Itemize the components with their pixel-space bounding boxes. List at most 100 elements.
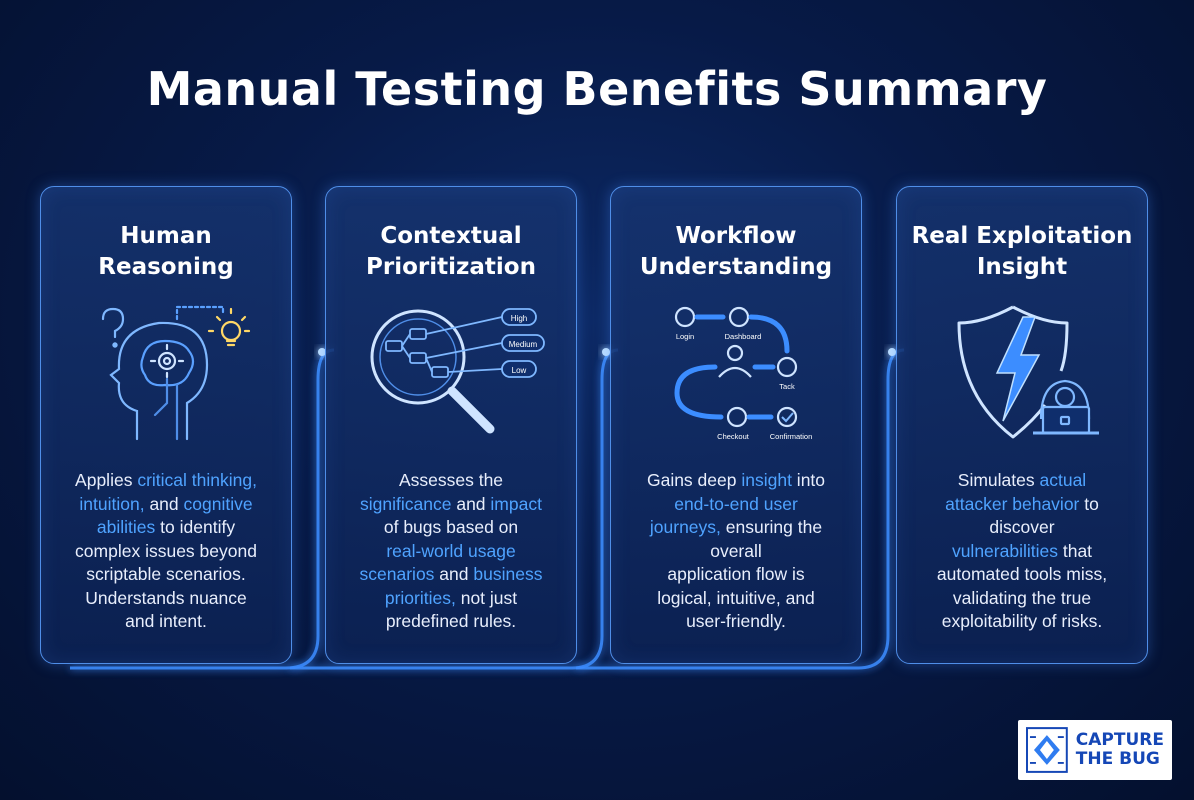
card-human-reasoning: Human Reasoning Applies critical thinkin…: [40, 186, 292, 664]
description-line: journeys, ensuring the: [625, 516, 847, 540]
card-title-line: Workflow: [675, 223, 797, 249]
highlighted-text: business: [473, 564, 543, 584]
description-text: exploitability of risks.: [941, 611, 1103, 631]
highlighted-text: journeys,: [649, 517, 721, 537]
icon-label-tack: Tack: [779, 382, 795, 391]
highlighted-text: attacker behavior: [945, 493, 1080, 514]
highlighted-text: intuition,: [79, 493, 145, 514]
description-line: Simulates actual: [911, 469, 1133, 493]
highlighted-text: insight: [741, 470, 792, 490]
description-line: of bugs based on: [340, 516, 562, 540]
page-title: Manual Testing Benefits Summary: [146, 62, 1048, 116]
description-text: to: [1079, 493, 1099, 514]
description-line: scriptable scenarios.: [55, 563, 277, 587]
icon-label-confirmation: Confirmation: [770, 432, 813, 441]
highlighted-text: real-world usage: [386, 540, 516, 561]
description-line: Gains deep insight into: [625, 469, 847, 493]
description-line: scenarios and business: [340, 563, 562, 587]
description-text: overall: [710, 540, 762, 561]
card-title-line: Prioritization: [366, 254, 536, 280]
description-line: discover: [911, 516, 1133, 540]
description-line: real-world usage: [340, 540, 562, 564]
description-text: and: [144, 493, 184, 514]
description-text: and: [451, 493, 491, 514]
description-text: automated tools miss,: [936, 564, 1108, 584]
description-line: predefined rules.: [340, 610, 562, 634]
description-text: complex issues beyond: [75, 540, 257, 561]
highlighted-text: cognitive: [183, 493, 253, 514]
card-title: Human Reasoning: [51, 221, 281, 283]
highlighted-text: critical thinking,: [137, 470, 257, 490]
shield-hacker-icon: [957, 305, 1099, 439]
description-text: Understands nuance: [85, 587, 247, 608]
description-line: validating the true: [911, 587, 1133, 611]
capture-the-bug-logo: CAPTURE THE BUG: [1018, 720, 1172, 780]
description-line: overall: [625, 540, 847, 564]
icon-label-low: Low: [512, 366, 527, 375]
description-text: of bugs based on: [383, 517, 519, 537]
icon-label-login: Login: [676, 332, 694, 341]
icon-label-checkout: Checkout: [717, 432, 750, 441]
card-title-line: Real Exploitation: [911, 223, 1133, 249]
description-text: user-friendly.: [686, 611, 786, 631]
description-text: Applies: [75, 470, 138, 490]
description-line: exploitability of risks.: [911, 610, 1133, 634]
description-line: end-to-end user: [625, 493, 847, 517]
card-title: Contextual Prioritization: [336, 221, 566, 283]
description-text: application flow is: [667, 564, 805, 584]
card-title-line: Human: [120, 223, 212, 249]
description-text: scriptable scenarios.: [86, 564, 246, 584]
description-text: ensuring the: [720, 517, 823, 537]
description-line: and intent.: [55, 610, 277, 634]
description-text: Assesses the: [398, 470, 504, 490]
description-text: Gains deep: [646, 470, 742, 490]
description-text: Simulates: [957, 470, 1040, 490]
magnifier-priority-icon: High Medium Low: [370, 308, 545, 434]
icon-label-high: High: [511, 314, 527, 323]
card-title: Workflow Understanding: [621, 221, 851, 283]
highlighted-text: end-to-end user: [674, 493, 798, 514]
highlighted-text: abilities: [96, 517, 156, 537]
highlighted-text: significance: [360, 493, 452, 514]
description-text: and: [434, 564, 474, 584]
description-text: not just: [455, 587, 518, 608]
logo-line: CAPTURE: [1075, 730, 1164, 750]
description-line: attacker behavior to: [911, 493, 1133, 517]
bug-logo-icon: [1026, 727, 1068, 773]
card-real-exploitation-insight: Real Exploitation Insight Simulates actu…: [896, 186, 1148, 664]
logo-line: THE BUG: [1075, 749, 1160, 769]
highlighted-text: impact: [490, 493, 542, 514]
highlighted-text: scenarios: [359, 564, 435, 584]
description-line: abilities to identify: [55, 516, 277, 540]
description-line: complex issues beyond: [55, 540, 277, 564]
description-line: Applies critical thinking,: [55, 469, 277, 493]
description-line: Assesses the: [340, 469, 562, 493]
description-text: to identify: [155, 517, 236, 537]
description-text: into: [791, 470, 826, 490]
description-text: and intent.: [125, 611, 207, 631]
description-line: logical, intuitive, and: [625, 587, 847, 611]
card-title: Real Exploitation Insight: [907, 221, 1137, 283]
description-line: application flow is: [625, 563, 847, 587]
description-line: vulnerabilities that: [911, 540, 1133, 564]
description-line: user-friendly.: [625, 610, 847, 634]
card-workflow-understanding: Workflow Understanding Login Dashboard T…: [610, 186, 862, 664]
logo-text: CAPTURE THE BUG: [1076, 731, 1164, 769]
description-text: that: [1057, 540, 1093, 561]
highlighted-text: actual: [1039, 470, 1087, 490]
description-text: validating the true: [952, 587, 1092, 608]
workflow-icon: Login Dashboard Tack Checkout Confirmati…: [674, 306, 813, 441]
card-description: Applies critical thinking,intuition, and…: [55, 469, 277, 634]
card-title-line: Insight: [976, 254, 1068, 280]
description-line: Understands nuance: [55, 587, 277, 611]
card-title-line: Contextual: [380, 223, 522, 249]
description-line: intuition, and cognitive: [55, 493, 277, 517]
description-line: priorities, not just: [340, 587, 562, 611]
description-text: predefined rules.: [385, 611, 517, 631]
description-line: significance and impact: [340, 493, 562, 517]
highlighted-text: priorities,: [384, 587, 456, 608]
icon-label-dashboard: Dashboard: [725, 332, 762, 341]
description-text: discover: [989, 517, 1055, 537]
